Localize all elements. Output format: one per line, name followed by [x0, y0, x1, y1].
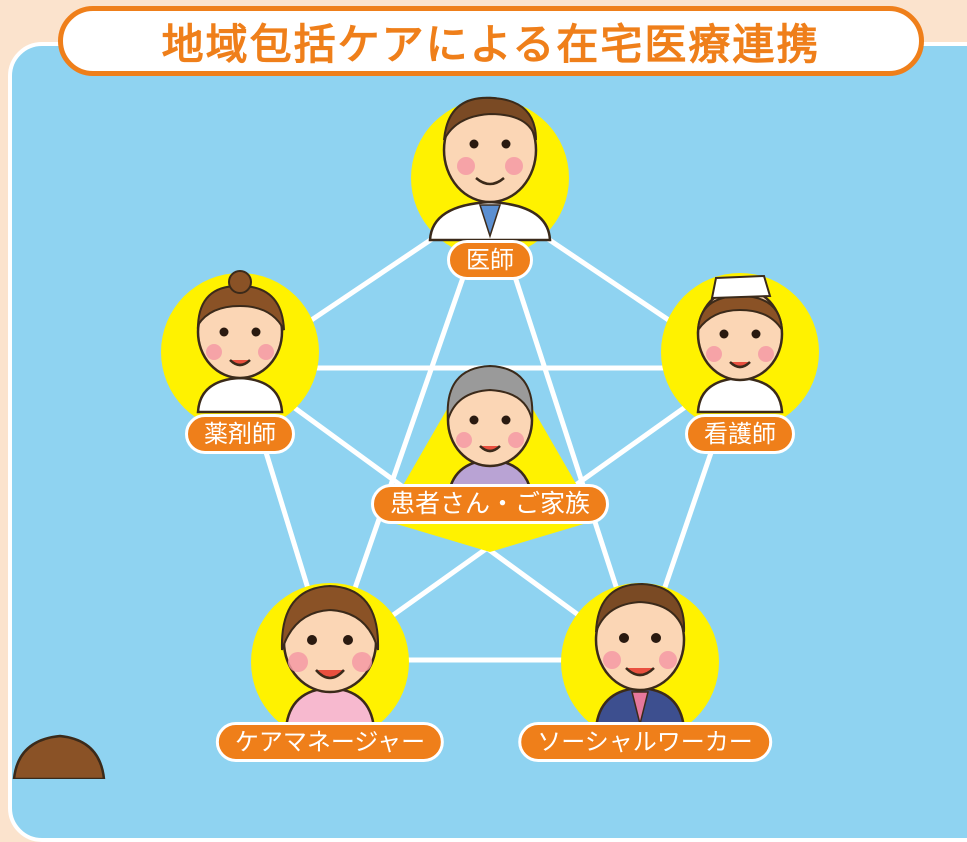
title-banner: 地域包括ケアによる在宅医療連携	[58, 6, 924, 76]
elderly-patient-icon	[446, 364, 534, 500]
care-manager-icon	[280, 584, 380, 730]
label-pharmacist: 薬剤師	[185, 414, 295, 454]
label-nurse: 看護師	[685, 414, 795, 454]
label-social-worker: ソーシャルワーカー	[518, 722, 772, 762]
label-patient: 患者さん・ご家族	[370, 484, 610, 524]
diagram-canvas: 地域包括ケアによる在宅医療連携 医師 薬剤師 看護師 患者さん・ご家族 ケアマネ…	[8, 6, 967, 842]
label-doctor: 医師	[447, 240, 533, 280]
diagram-graphics	[12, 96, 819, 779]
page-title: 地域包括ケアによる在宅医療連携	[161, 19, 821, 69]
social-worker-icon	[594, 582, 686, 730]
pharmacist-icon	[196, 270, 285, 414]
nurse-icon	[696, 274, 784, 414]
doctor-icon	[428, 96, 552, 242]
label-care-manager: ケアマネージャー	[215, 722, 445, 762]
cropped-figure-icon	[12, 734, 106, 779]
